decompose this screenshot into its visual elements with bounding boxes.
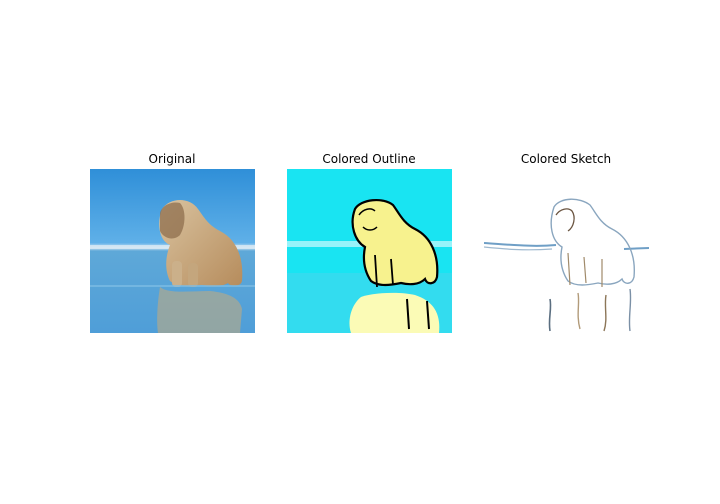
panel-title-original: Original bbox=[148, 152, 196, 166]
panel-colored-sketch-image bbox=[484, 169, 649, 333]
panel-title-colored-outline: Colored Outline bbox=[322, 152, 416, 166]
panel-original-image bbox=[90, 169, 255, 333]
colored-sketch-render bbox=[484, 169, 649, 333]
panel-colored-outline-image bbox=[287, 169, 452, 333]
panel-title-colored-sketch: Colored Sketch bbox=[520, 152, 612, 166]
original-photo bbox=[90, 169, 255, 333]
colored-outline-render bbox=[287, 169, 452, 333]
